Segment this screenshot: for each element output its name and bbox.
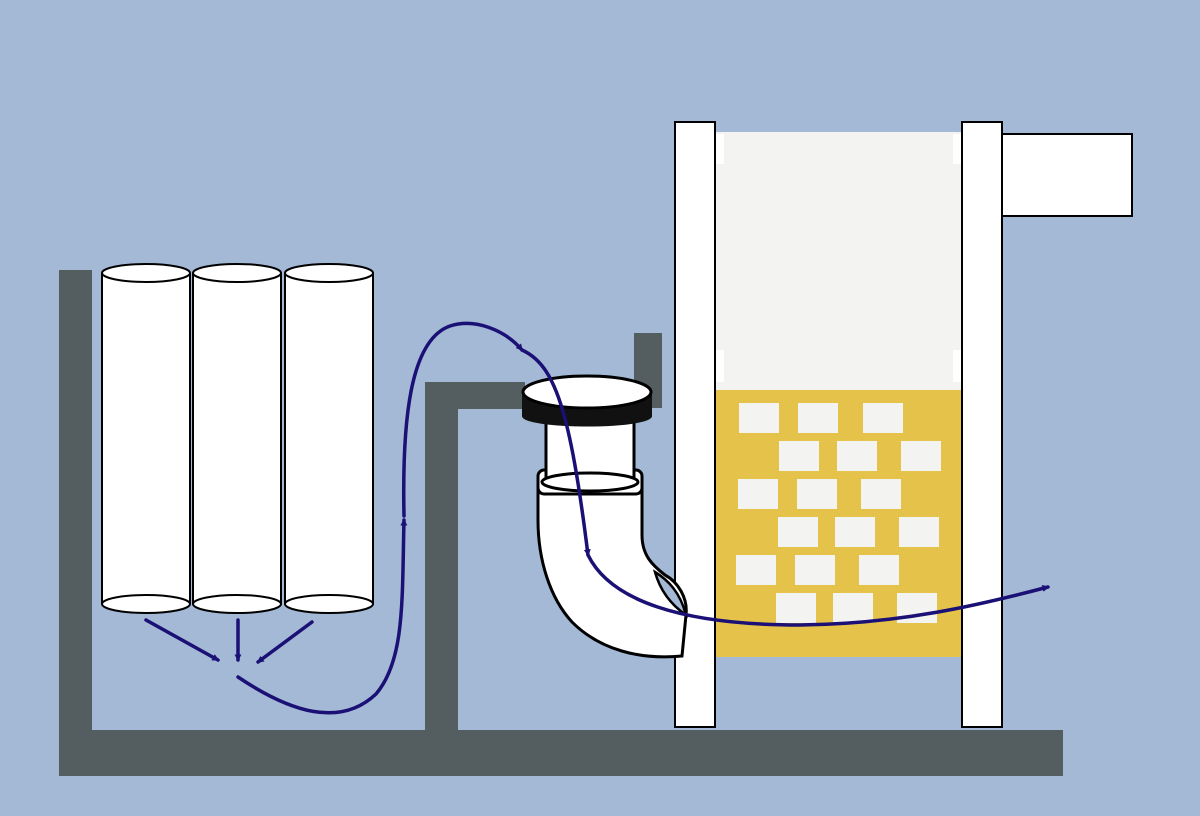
packing-block	[736, 555, 776, 585]
cylinder-1	[101, 263, 191, 614]
elbow-inflow-path	[401, 321, 524, 518]
pipe-neck-ring	[540, 471, 640, 493]
outlet-duct	[999, 133, 1133, 217]
tower-upper-chamber	[714, 132, 962, 390]
elbow-pipe	[521, 374, 689, 659]
packed-tower	[674, 121, 1133, 728]
packing-block	[835, 517, 875, 547]
packing-block	[899, 517, 939, 547]
cylinder-3	[284, 263, 374, 614]
tower-crossbar-mid-right	[953, 350, 963, 382]
flow-arrows	[144, 321, 1050, 715]
cylinder-group	[101, 263, 374, 614]
packing-block	[795, 555, 835, 585]
cylinder-2	[192, 263, 282, 614]
packing-block	[863, 403, 903, 433]
pipe-support-arm	[425, 382, 525, 409]
pipe-opening	[521, 374, 653, 410]
riser-flow-path	[236, 518, 408, 715]
packing-block	[778, 517, 818, 547]
support-frame	[59, 270, 1063, 776]
packing-block	[798, 403, 838, 433]
packing-block	[833, 593, 873, 623]
packing-blocks	[736, 403, 941, 623]
tower-crossbar-top	[714, 134, 724, 164]
packing-block	[861, 479, 901, 509]
packing-block	[738, 479, 778, 509]
tower-crossbar-top-right	[953, 134, 963, 164]
left-post	[59, 270, 92, 776]
packing-block	[779, 441, 819, 471]
elbow-down-path	[520, 348, 591, 557]
packing-block	[859, 555, 899, 585]
converge-arrow-left	[144, 618, 220, 662]
pipe-neck	[544, 418, 636, 480]
packing-block	[739, 403, 779, 433]
packing-block	[837, 441, 877, 471]
middle-post	[425, 382, 458, 742]
base-beam	[59, 730, 1063, 776]
converge-arrow-right	[256, 620, 314, 664]
bed-outflow-path	[586, 553, 1050, 627]
tower-post-right	[961, 121, 1003, 728]
packing-block	[797, 479, 837, 509]
packing-block	[776, 593, 816, 623]
tower-crossbar-mid	[714, 350, 724, 382]
packing-block	[901, 441, 941, 471]
elbow-body	[536, 480, 688, 659]
